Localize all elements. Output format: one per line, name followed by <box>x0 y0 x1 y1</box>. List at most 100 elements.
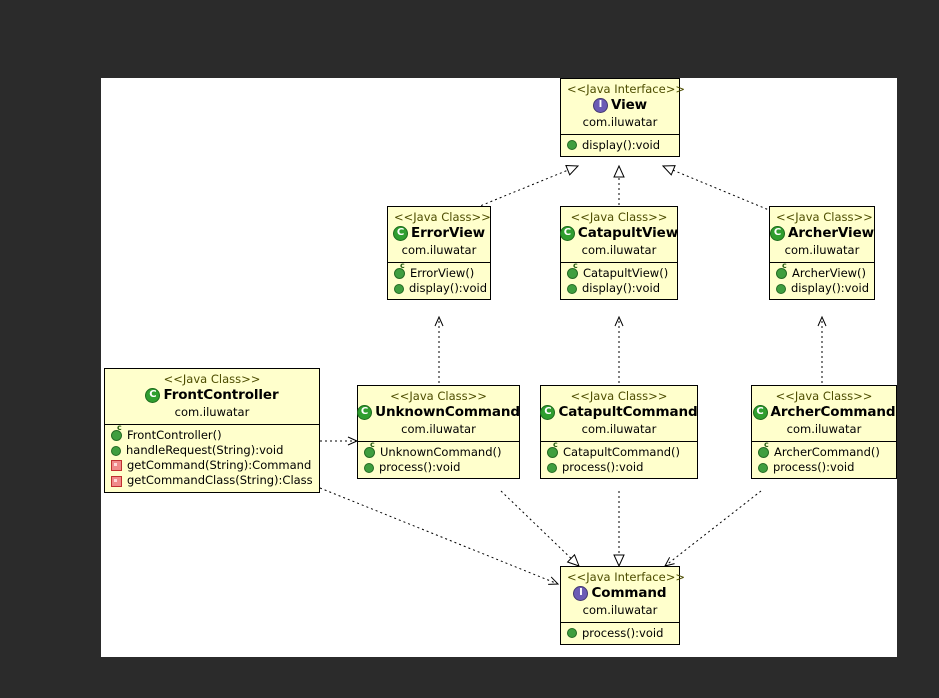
member-label: process():void <box>773 459 855 474</box>
class-name-row: C CatapultCommand <box>540 404 698 421</box>
class-stereotype: <<Java Class>> <box>570 389 668 403</box>
constructor-icon-wrap <box>775 262 788 279</box>
constructor-icon <box>758 441 769 458</box>
member-row[interactable]: process():void <box>757 460 892 475</box>
member-list: display():void <box>561 135 679 156</box>
uml-class-catapultview[interactable]: <<Java Class>> C CatapultView com.iluwat… <box>559 206 678 301</box>
member-row[interactable]: display():void <box>566 138 675 153</box>
member-row[interactable]: getCommandClass(String):Class <box>110 473 315 488</box>
class-stereotype: <<Java Class>> <box>570 210 668 224</box>
member-row[interactable]: FrontController() <box>110 424 315 443</box>
member-row[interactable]: display():void <box>393 281 487 296</box>
constructor-icon <box>111 424 122 441</box>
member-label: getCommandClass(String):Class <box>127 473 313 488</box>
uml-class-catapultcommand[interactable]: <<Java Class>> C CatapultCommand com.ilu… <box>540 385 698 480</box>
class-stereotype: <<Java Class>> <box>163 372 261 386</box>
class-package: com.iluwatar <box>582 603 658 618</box>
member-label: CatapultView() <box>583 265 669 280</box>
member-row[interactable]: process():void <box>363 460 515 475</box>
class-name: ArcherView <box>788 225 874 242</box>
constructor-icon <box>776 262 787 279</box>
class-stereotype: <<Java Class>> <box>390 389 487 403</box>
class-name-row: C UnknownCommand <box>357 404 520 421</box>
class-name: FrontController <box>163 387 279 404</box>
interface-icon: I <box>592 98 608 114</box>
class-header: <<Java Interface>> I View com.iluwatar <box>561 79 685 134</box>
member-label: handleRequest(String):void <box>126 442 284 457</box>
uml-class-frontcontroller[interactable]: <<Java Class>> C FrontController com.ilu… <box>104 368 320 493</box>
class-name-row: I View <box>567 97 673 114</box>
uml-class-errorview[interactable]: <<Java Class>> C ErrorView com.iluwatar … <box>387 206 491 301</box>
constructor-icon-wrap <box>393 262 406 279</box>
divider <box>358 440 519 442</box>
member-label: ArcherView() <box>792 265 867 280</box>
uml-class-view[interactable]: <<Java Interface>> I View com.iluwatar d… <box>560 78 685 157</box>
uml-class-archercommand[interactable]: <<Java Class>> C ArcherCommand com.iluwa… <box>751 385 897 480</box>
divider <box>105 423 319 425</box>
public-member-icon <box>567 628 577 639</box>
public-member-icon <box>776 283 786 294</box>
member-row[interactable]: display():void <box>775 281 870 296</box>
member-row[interactable]: CatapultView() <box>566 262 673 281</box>
edge-archercommand-command <box>664 490 762 567</box>
class-header: <<Java Interface>> I Command com.iluwata… <box>561 567 685 622</box>
member-row[interactable]: process():void <box>546 460 693 475</box>
constructor-icon-wrap <box>546 441 559 458</box>
member-row[interactable]: UnknownCommand() <box>363 441 515 460</box>
class-package: com.iluwatar <box>401 422 476 437</box>
class-icon: C <box>145 388 161 404</box>
divider <box>388 261 490 263</box>
class-icon: C <box>540 405 556 421</box>
class-name-row: C CatapultView <box>559 225 678 242</box>
constructor-icon <box>394 262 405 279</box>
divider <box>541 440 697 442</box>
class-package: com.iluwatar <box>786 422 862 437</box>
class-stereotype: <<Java Class>> <box>394 210 491 224</box>
constructor-icon-wrap <box>363 441 376 458</box>
public-member-icon <box>567 140 577 151</box>
member-row[interactable]: process():void <box>566 626 675 641</box>
divider <box>561 621 679 623</box>
member-label: ErrorView() <box>410 265 475 280</box>
private-member-icon <box>111 460 122 472</box>
member-row[interactable]: getCommand(String):Command <box>110 458 315 473</box>
member-row[interactable]: ArcherView() <box>775 262 870 281</box>
uml-class-command[interactable]: <<Java Interface>> I Command com.iluwata… <box>560 566 685 645</box>
member-list: ErrorView() display():void <box>388 262 490 300</box>
uml-class-unknowncommand[interactable]: <<Java Class>> C UnknownCommand com.iluw… <box>357 385 520 480</box>
class-icon: C <box>752 405 768 421</box>
member-row[interactable]: handleRequest(String):void <box>110 443 315 458</box>
member-label: display():void <box>582 280 661 295</box>
member-label: getCommand(String):Command <box>127 458 312 473</box>
class-icon: C <box>770 226 785 242</box>
public-member-icon <box>364 462 374 473</box>
edge-unknowncommand-command <box>500 490 580 567</box>
class-name: UnknownCommand <box>375 404 520 421</box>
member-label: display():void <box>582 137 661 152</box>
class-name: View <box>610 97 648 114</box>
divider <box>752 440 896 442</box>
class-stereotype: <<Java Interface>> <box>567 82 685 96</box>
member-list: ArcherCommand() process():void <box>752 441 896 479</box>
constructor-icon-wrap <box>110 424 123 441</box>
class-name-row: C ArcherView <box>770 225 874 242</box>
uml-class-archerview[interactable]: <<Java Class>> C ArcherView com.iluwatar… <box>769 206 875 301</box>
class-name-row: C ErrorView <box>392 225 485 242</box>
member-row[interactable]: CatapultCommand() <box>546 441 693 460</box>
uml-diagram-canvas: <<Java Interface>> I View com.iluwatar d… <box>101 78 897 657</box>
class-icon: C <box>559 226 575 242</box>
member-row[interactable]: display():void <box>566 281 673 296</box>
public-member-icon <box>394 283 404 294</box>
public-member-icon <box>547 462 557 473</box>
class-name-row: C FrontController <box>111 387 313 404</box>
member-row[interactable]: ErrorView() <box>393 262 486 281</box>
member-list: ArcherView() display():void <box>770 262 874 300</box>
class-header: <<Java Class>> C UnknownCommand com.iluw… <box>357 386 520 441</box>
member-label: process():void <box>562 459 644 474</box>
member-row[interactable]: ArcherCommand() <box>757 441 892 460</box>
class-header: <<Java Class>> C CatapultView com.iluwat… <box>559 207 678 262</box>
class-stereotype: <<Java Class>> <box>775 389 873 403</box>
divider <box>561 133 679 135</box>
class-name: Command <box>591 585 667 602</box>
